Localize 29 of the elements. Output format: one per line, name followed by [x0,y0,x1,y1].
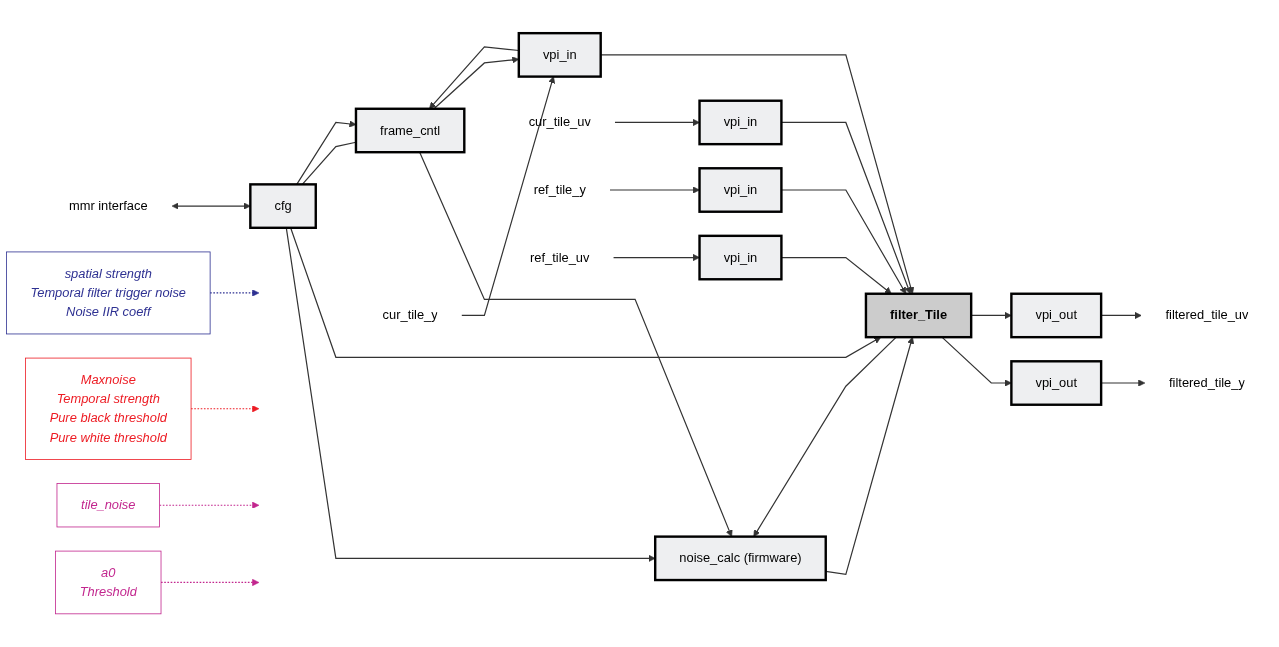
node-text: ref_tile_y [533,182,586,197]
node-text: filtered_tile_y [1169,375,1245,390]
node-text: cur_tile_y [382,308,438,322]
arrow [614,118,700,126]
node-box: a0 Threshold [55,550,162,615]
node-text: filtered_tile_uv [1165,308,1249,322]
node-box: spatial strength Temporal filter trigger noise Noise IIR coeff [6,251,211,335]
node-box: filter_Tile [864,292,973,339]
node-box: vpi_out [1010,292,1103,339]
node-text: cur_tile_uv [528,115,591,129]
node-box: vpi_in [698,99,783,146]
node-box: cfg [249,183,317,229]
arrow [285,227,656,562]
arrow [171,202,251,210]
node-box: vpi_in [517,31,602,78]
node-box: tile_noise [56,483,160,528]
arrow [612,254,700,262]
node-box: frame_cntl [354,107,466,154]
node-text: mmr interface [68,198,148,213]
node-box: vpi_in [698,167,783,213]
node-box: Maxnoise Temporal strength Pure black threshold Pure white threshold [25,357,192,460]
node-box: vpi_in [698,234,783,281]
arrow [461,76,556,317]
arrow [290,227,882,358]
node-box: noise_calc (firmware) [654,535,827,582]
arrow [159,501,260,509]
node-box: vpi_out [1010,360,1103,406]
arrow [609,186,700,194]
node-text: ref_tile_uv [530,250,590,264]
